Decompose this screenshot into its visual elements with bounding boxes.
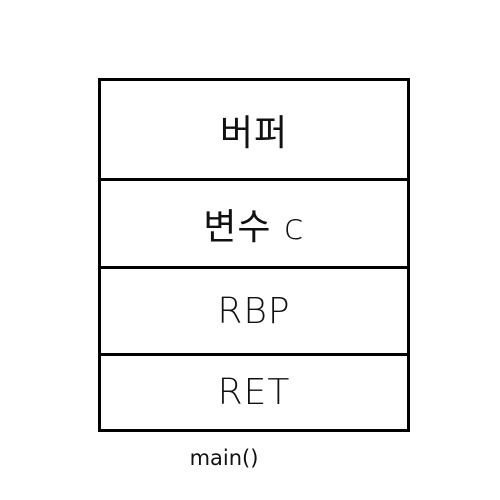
stack-cell-label: 변수 c (203, 206, 305, 248)
stack-cell-label: 버퍼 (219, 112, 289, 154)
function-caption: main() (189, 446, 259, 470)
stack-cell-label: RBP (217, 290, 291, 332)
stack-cell-label: RET (217, 372, 291, 413)
stack-cell-variable-c: 변수 c (101, 178, 407, 266)
stack-frame-diagram: 버퍼 변수 c RBP RET (98, 78, 410, 432)
stack-cell-rbp: RBP (101, 266, 407, 353)
stack-cell-buffer: 버퍼 (101, 81, 407, 178)
stack-cell-ret: RET (101, 353, 407, 429)
